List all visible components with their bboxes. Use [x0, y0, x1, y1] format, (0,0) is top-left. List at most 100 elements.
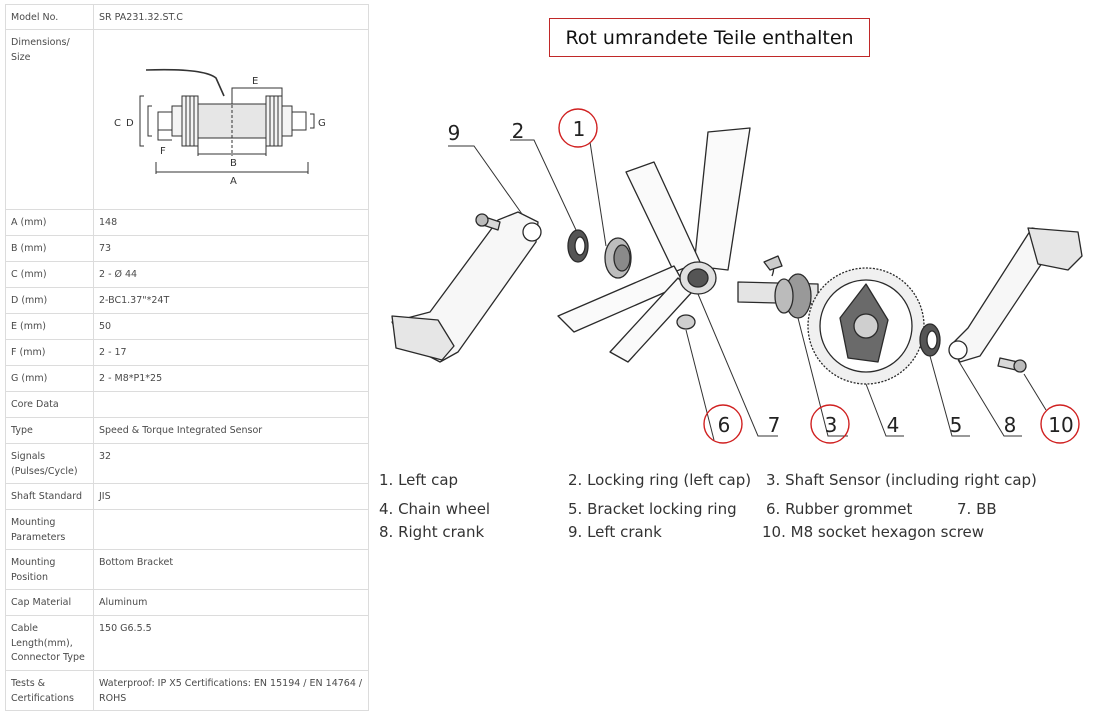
spec-value: 150 G6.5.5 — [93, 615, 369, 671]
spec-key: Core Data — [5, 391, 94, 418]
left-crank-boss — [522, 222, 542, 242]
spec-value: 2 - Ø 44 — [93, 261, 369, 288]
legend-item-1: 1. Left cap — [379, 471, 459, 489]
caption-text: Rot umrandete Teile enthalten — [565, 26, 854, 49]
leader-line-4 — [865, 383, 904, 437]
spec-row-model: Model No. SR PA231.32.ST.C — [5, 4, 369, 30]
spec-value: 50 — [93, 313, 369, 340]
leader-line-3 — [797, 317, 848, 437]
dim-label-e: E — [252, 76, 258, 87]
spec-key: E (mm) — [5, 313, 94, 340]
spec-key: Shaft Standard — [5, 483, 94, 510]
dimension-drawing-cell: E B A C D F G — [93, 29, 369, 210]
spec-value: Speed & Torque Integrated Sensor — [93, 417, 369, 444]
right-pedal-part — [1027, 227, 1083, 271]
spec-row: Mounting Parameters — [5, 509, 369, 550]
spec-row: Type Speed & Torque Integrated Sensor — [5, 417, 369, 444]
callout-6: 6 — [718, 413, 731, 437]
shaft-sensor-cup — [774, 278, 794, 314]
spec-row: A (mm) 148 — [5, 209, 369, 236]
spec-key: C (mm) — [5, 261, 94, 288]
spec-row: B (mm) 73 — [5, 235, 369, 262]
spec-key: Type — [5, 417, 94, 444]
spec-value: 148 — [93, 209, 369, 236]
spec-key: Cable Length(mm), Connector Type — [5, 615, 94, 671]
exploded-view-diagram: 9 2 1 6 7 3 4 5 8 10 — [391, 108, 1083, 444]
spec-row: E (mm) 50 — [5, 313, 369, 340]
sensor-connector-part — [763, 255, 783, 271]
chain-wheel-hub — [853, 313, 879, 339]
highlight-circle-3 — [810, 404, 850, 444]
legend-item-8: 8. Right crank — [379, 523, 485, 541]
spec-value: 73 — [93, 235, 369, 262]
callout-4: 4 — [887, 413, 900, 437]
spec-value: 2 - M8*P1*25 — [93, 365, 369, 392]
left-screw-head — [475, 213, 489, 227]
spec-row: Tests & Certifications Waterproof: IP X5… — [5, 670, 369, 711]
spec-value: 2 - 17 — [93, 339, 369, 366]
callout-2: 2 — [512, 119, 525, 143]
legend-item-5: 5. Bracket locking ring — [568, 500, 737, 518]
callout-10: 10 — [1048, 413, 1073, 437]
spec-row: F (mm) 2 - 17 — [5, 339, 369, 366]
spec-key: Cap Material — [5, 589, 94, 616]
spec-row: Signals (Pulses/Cycle) 32 — [5, 443, 369, 484]
dim-label-g: G — [318, 118, 326, 129]
spec-key: D (mm) — [5, 287, 94, 314]
spec-value — [93, 509, 369, 550]
spec-table: Model No. SR PA231.32.ST.C Dimensions/ S… — [5, 4, 369, 711]
dim-label-a: A — [230, 176, 237, 187]
spec-row: C (mm) 2 - Ø 44 — [5, 261, 369, 288]
callout-5: 5 — [950, 413, 963, 437]
spec-row: Cap Material Aluminum — [5, 589, 369, 616]
leader-line-2 — [510, 139, 577, 231]
spec-row: D (mm) 2-BC1.37"*24T — [5, 287, 369, 314]
spec-row: Cable Length(mm), Connector Type 150 G6.… — [5, 615, 369, 671]
highlight-circle-10 — [1040, 404, 1080, 444]
frame-bb-bore — [687, 268, 709, 288]
spec-key: F (mm) — [5, 339, 94, 366]
leader-line-1 — [589, 141, 607, 247]
spec-value: SR PA231.32.ST.C — [93, 4, 369, 30]
locking-ring-hole — [574, 236, 586, 256]
spec-row-dimensions: Dimensions/ Size — [5, 29, 369, 210]
leader-line-8 — [957, 359, 1022, 437]
rubber-grommet-part — [676, 314, 696, 330]
highlight-circle-6 — [703, 404, 743, 444]
spec-row: Mounting Position Bottom Bracket — [5, 549, 369, 590]
highlight-circle-1 — [558, 108, 598, 148]
spec-row: Shaft Standard JIS — [5, 483, 369, 510]
callout-8: 8 — [1004, 413, 1017, 437]
left-cap-face — [613, 244, 631, 272]
caption-box: Rot umrandete Teile enthalten — [549, 18, 870, 57]
spec-key: G (mm) — [5, 365, 94, 392]
spec-key: B (mm) — [5, 235, 94, 262]
spec-value: Aluminum — [93, 589, 369, 616]
dim-label-d: D — [126, 118, 134, 129]
right-screw-head — [1013, 359, 1027, 373]
dim-label-c: C — [114, 118, 121, 129]
leader-line-9 — [448, 145, 523, 215]
spec-key: Mounting Parameters — [5, 509, 94, 550]
leader-line-5 — [929, 355, 970, 437]
spec-value: 2-BC1.37"*24T — [93, 287, 369, 314]
left-pedal-part — [391, 315, 455, 361]
legend-item-9: 9. Left crank — [568, 523, 662, 541]
leader-line-7 — [697, 293, 778, 437]
dim-label-b: B — [230, 158, 237, 169]
legend-item-2: 2. Locking ring (left cap) — [568, 471, 752, 489]
callout-1: 1 — [573, 117, 586, 141]
spec-value: 32 — [93, 443, 369, 484]
spec-value: JIS — [93, 483, 369, 510]
spec-row: Core Data — [5, 391, 369, 418]
spec-key: Model No. — [5, 4, 94, 30]
legend-item-10: 10. M8 socket hexagon screw — [762, 523, 985, 541]
spec-value: Bottom Bracket — [93, 549, 369, 590]
dim-label-f: F — [160, 146, 166, 157]
spec-key: A (mm) — [5, 209, 94, 236]
legend-item-3: 3. Shaft Sensor (including right cap) — [766, 471, 1037, 489]
spec-key: Tests & Certifications — [5, 670, 94, 711]
spec-key: Mounting Position — [5, 549, 94, 590]
frame-seat-tube — [693, 127, 751, 271]
spec-key: Dimensions/ Size — [5, 29, 94, 210]
